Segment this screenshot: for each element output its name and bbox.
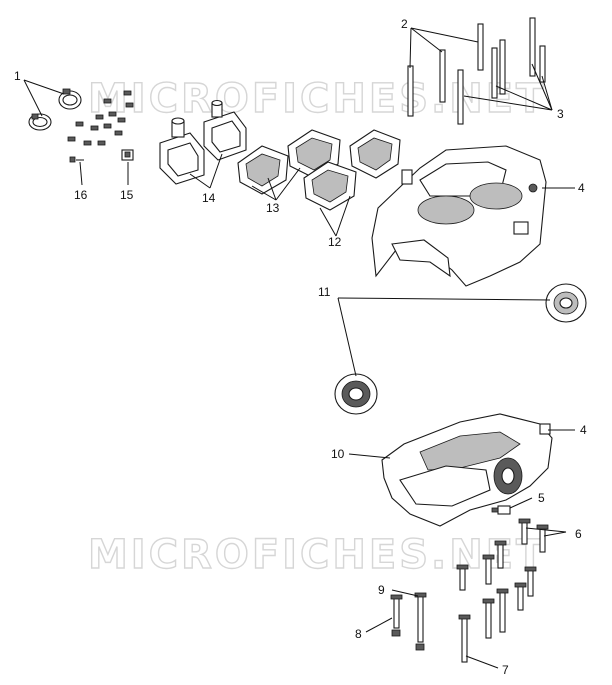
- stud-set-part: [407, 17, 546, 125]
- reed-valve-part: [237, 129, 401, 211]
- callout-15: 15: [120, 188, 134, 202]
- upper-crankcase-part: [371, 145, 547, 287]
- reed-housing-part: [159, 99, 247, 185]
- callout-7: 7: [502, 663, 509, 677]
- callout-1: 1: [14, 69, 21, 83]
- callout-4-upper: 4: [578, 181, 585, 195]
- callout-8: 8: [355, 627, 362, 641]
- hose-clamp-part: [28, 88, 82, 131]
- callout-11: 11: [318, 285, 331, 299]
- callout-5: 5: [538, 491, 545, 505]
- callout-labels: 1 2 3 4 4 5 6 7 8 9 10 11 12 13 14 15 16: [14, 17, 587, 677]
- callout-4-lower: 4: [580, 423, 587, 437]
- leader-lines: [23, 27, 575, 669]
- screw-cluster: [67, 90, 134, 163]
- callout-6: 6: [575, 527, 582, 541]
- callout-14: 14: [202, 191, 216, 205]
- bracket-part: [121, 149, 134, 161]
- plug-part: [491, 505, 511, 515]
- callout-10: 10: [331, 447, 345, 461]
- watermark-top: MICROFICHES.NET: [88, 76, 546, 122]
- bolt-set-part: [390, 518, 549, 663]
- callout-9: 9: [378, 583, 385, 597]
- watermark-bottom: MICROFICHES.NET: [88, 532, 546, 578]
- lower-crankcase-part: [381, 413, 553, 527]
- callout-2: 2: [401, 17, 408, 31]
- seal-part: [334, 283, 587, 415]
- callout-16: 16: [74, 188, 88, 202]
- callout-3: 3: [557, 107, 564, 121]
- callout-13: 13: [266, 201, 280, 215]
- callout-12: 12: [328, 235, 342, 249]
